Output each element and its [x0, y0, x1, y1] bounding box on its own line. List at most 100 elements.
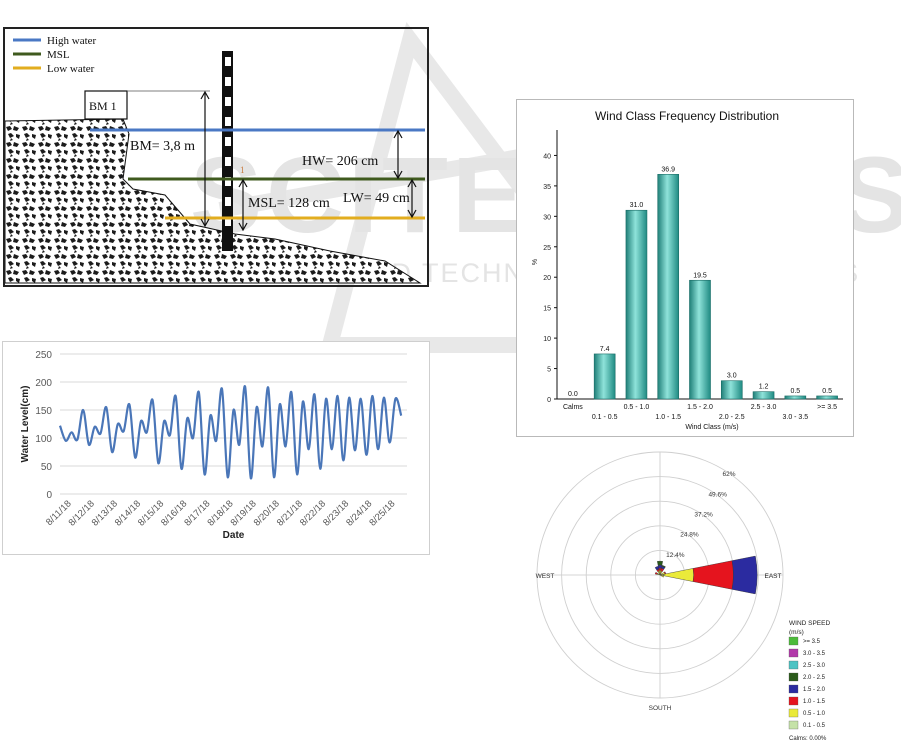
water-level-chart: 0501001502002508/11/188/12/188/13/188/14… — [20, 350, 407, 541]
y-axis-title: % — [532, 259, 539, 265]
ring-label: 49.6% — [708, 491, 727, 498]
direction-label-west: WEST — [536, 573, 555, 580]
wind-rose-petal-band — [654, 571, 658, 575]
svg-text:High water: High water — [47, 35, 97, 47]
wind-rose-petal-band — [663, 568, 694, 582]
ring-label: 62% — [723, 471, 736, 478]
legend-label: 1.5 - 2.0 — [803, 687, 826, 693]
y-tick-label: 150 — [35, 406, 52, 417]
direction-label-east: EAST — [765, 573, 782, 580]
wind-rose-panel: 12.4%24.8%37.2%49.6%62%NORTHSOUTHWESTEAS… — [525, 444, 901, 750]
staff-tick-label: 1 — [240, 165, 245, 175]
bm-label: BM 1 — [89, 99, 117, 113]
y-tick-label: 30 — [543, 214, 551, 221]
legend-label: 3.0 - 3.5 — [803, 651, 826, 657]
y-tick-label: 200 — [35, 378, 52, 389]
ring-label: 12.4% — [666, 552, 685, 559]
legend-swatch — [788, 684, 799, 694]
y-tick-label: 250 — [35, 350, 52, 361]
direction-label-north: NORTH — [649, 450, 672, 451]
bar — [593, 353, 616, 400]
x-tick-label: Calms — [563, 404, 583, 411]
bar-value-label: 1.2 — [759, 384, 769, 391]
y-tick-label: 0 — [547, 397, 551, 404]
bar-value-label: 0.5 — [790, 388, 800, 395]
ring-circle — [561, 476, 759, 674]
x-tick-label: >= 3.5 — [817, 404, 837, 411]
wind-rose-petal-band — [731, 555, 758, 595]
bar — [720, 380, 743, 400]
bar — [657, 174, 680, 400]
y-tick-label: 50 — [41, 462, 53, 473]
direction-label-south: SOUTH — [649, 705, 672, 712]
legend-label: >= 3.5 — [803, 639, 821, 645]
y-tick-label: 15 — [543, 306, 551, 313]
bar — [625, 209, 648, 400]
bar — [689, 279, 711, 400]
wind-rose-petal-band — [661, 565, 666, 568]
legend-item-low-water: Low water — [13, 63, 95, 75]
legend-item-msl: MSL — [13, 49, 70, 61]
legend-title: (m/s) — [789, 629, 804, 636]
dimension-arrows — [200, 90, 417, 232]
bm-height-label: BM= 3,8 m — [130, 139, 195, 154]
x-tick-label: 3.0 - 3.5 — [782, 414, 808, 421]
y-tick-label: 20 — [543, 275, 551, 282]
hw-label: HW= 206 cm — [302, 154, 378, 169]
legend-swatch — [788, 672, 799, 682]
legend-label: 0.5 - 1.0 — [803, 711, 826, 717]
y-tick-label: 10 — [543, 336, 551, 343]
x-tick-label: 8/25/18 — [367, 498, 397, 528]
wind-bar-chart: Wind Class Frequency Distribution 0 5 10 15 2… — [532, 109, 843, 431]
tide-diagram: BM 1 BM= 3,8 m HW= 206 cm MSL= 12 — [4, 35, 425, 284]
wind-rose-petal-band — [659, 574, 665, 578]
x-axis-title: Date — [223, 530, 245, 541]
x-tick-label: 1.0 - 1.5 — [655, 414, 681, 421]
y-tick-label: 40 — [543, 153, 551, 160]
legend-title: WIND SPEED — [789, 620, 830, 627]
bar-value-label: 31.0 — [630, 202, 644, 209]
y-tick-label: 25 — [543, 245, 551, 252]
wind-rose: 12.4%24.8%37.2%49.6%62%NORTHSOUTHWESTEAS… — [536, 444, 831, 742]
tide-legend: High water MSL Low water — [13, 35, 97, 75]
calms-label: Calms: 0.00% — [789, 736, 827, 742]
rock-ground — [4, 118, 422, 284]
y-tick-label: 100 — [35, 434, 52, 445]
x-tick-label: 2.0 - 2.5 — [719, 414, 745, 421]
legend-item-high-water: High water — [13, 35, 97, 47]
lw-label: LW= 49 cm — [343, 191, 410, 206]
wind-rose-petal-band — [663, 571, 667, 575]
ring-circle — [536, 451, 784, 699]
bar-value-label: 3.0 — [727, 373, 737, 380]
x-tick-label: 0.1 - 0.5 — [592, 414, 618, 421]
bar — [784, 395, 807, 400]
bar-value-label: 0.0 — [568, 391, 578, 398]
y-axis-title: Water Level(cm) — [20, 386, 31, 463]
staff-gauge-marks — [225, 57, 231, 226]
tide-diagram-panel: BM 1 BM= 3,8 m HW= 206 cm MSL= 12 — [3, 27, 429, 287]
wind-rose-petal-band — [654, 566, 660, 571]
legend-label: 1.0 - 1.5 — [803, 699, 826, 705]
wind-bar-chart-panel: Wind Class Frequency Distribution 0 5 10 15 2… — [516, 99, 854, 437]
bar-value-label: 7.4 — [600, 346, 610, 353]
legend-swatch — [788, 648, 799, 658]
bar — [816, 395, 838, 400]
legend-swatch — [788, 720, 799, 730]
wind-rose-petal-band — [692, 560, 734, 590]
bm-box — [84, 90, 128, 120]
legend-swatch — [788, 708, 799, 718]
svg-text:Low water: Low water — [47, 63, 95, 75]
y-tick-label: 35 — [543, 184, 551, 191]
svg-text:MSL: MSL — [47, 49, 70, 61]
legend-label: 2.5 - 3.0 — [803, 663, 826, 669]
y-tick-label: 5 — [547, 367, 551, 374]
x-tick-label: 1.5 - 2.0 — [687, 404, 713, 411]
msl-label: MSL= 128 cm — [248, 196, 330, 211]
x-tick-label: 2.5 - 3.0 — [751, 404, 777, 411]
legend-swatch — [788, 660, 799, 670]
bar-chart-title: Wind Class Frequency Distribution — [595, 109, 779, 123]
x-axis-title: Wind Class (m/s) — [685, 424, 738, 431]
water-level-series-line — [58, 385, 403, 480]
bar-value-label: 0.5 — [822, 388, 832, 395]
